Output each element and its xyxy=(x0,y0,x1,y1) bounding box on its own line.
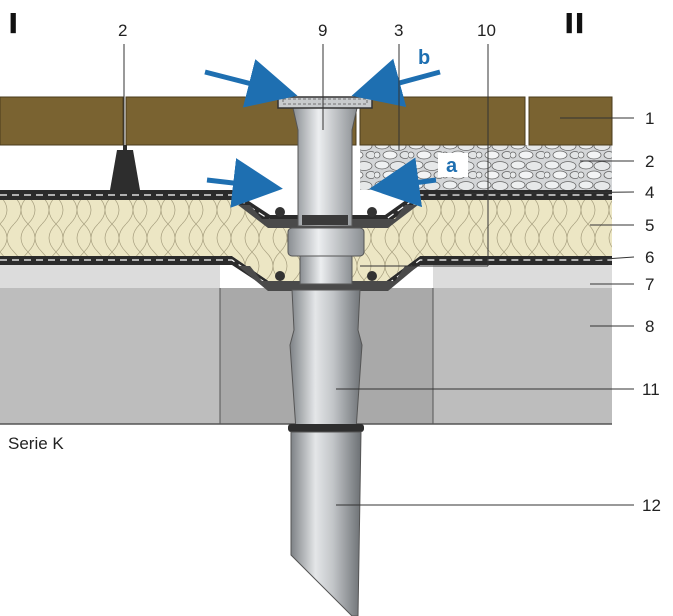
callout-3: 3 xyxy=(394,21,403,40)
lower-membrane xyxy=(0,256,612,290)
telescopic-sleeve xyxy=(287,227,365,257)
callout-6: 6 xyxy=(645,248,654,267)
callout-2-right: 2 xyxy=(645,152,654,171)
callout-2-top: 2 xyxy=(118,21,127,40)
upper-membrane xyxy=(0,190,612,225)
upper-flange xyxy=(238,205,418,228)
flow-label-a: a xyxy=(446,155,458,177)
slab-pedestal xyxy=(110,150,140,190)
callout-9: 9 xyxy=(318,21,327,40)
section-mark-left: I xyxy=(8,7,18,40)
paving-slab-left xyxy=(0,96,124,146)
screed-layer xyxy=(0,264,220,288)
flow-arrow-b-left xyxy=(204,59,298,108)
callout-7: 7 xyxy=(645,275,654,294)
flow-label-b: b xyxy=(418,47,430,69)
callout-8: 8 xyxy=(645,317,654,336)
flow-arrow-a-right xyxy=(369,157,437,208)
callout-1: 1 xyxy=(645,109,654,128)
callout-12: 12 xyxy=(642,496,661,515)
series-label: Serie K xyxy=(8,434,64,453)
section-mark-right: II xyxy=(564,7,585,40)
lower-flange xyxy=(238,266,418,291)
flow-arrow-a-left xyxy=(206,158,283,208)
pipe-extension xyxy=(290,431,362,616)
paving-slab-right xyxy=(359,96,526,146)
callout-4: 4 xyxy=(645,183,654,202)
drain-body xyxy=(292,107,358,227)
paving-slab-far xyxy=(528,96,613,146)
callout-10: 10 xyxy=(477,21,496,40)
callout-11: 11 xyxy=(642,380,660,399)
flow-arrow-b-right xyxy=(351,58,441,108)
callout-5: 5 xyxy=(645,216,654,235)
downpipe xyxy=(289,289,363,431)
screed-layer-right xyxy=(433,264,612,288)
